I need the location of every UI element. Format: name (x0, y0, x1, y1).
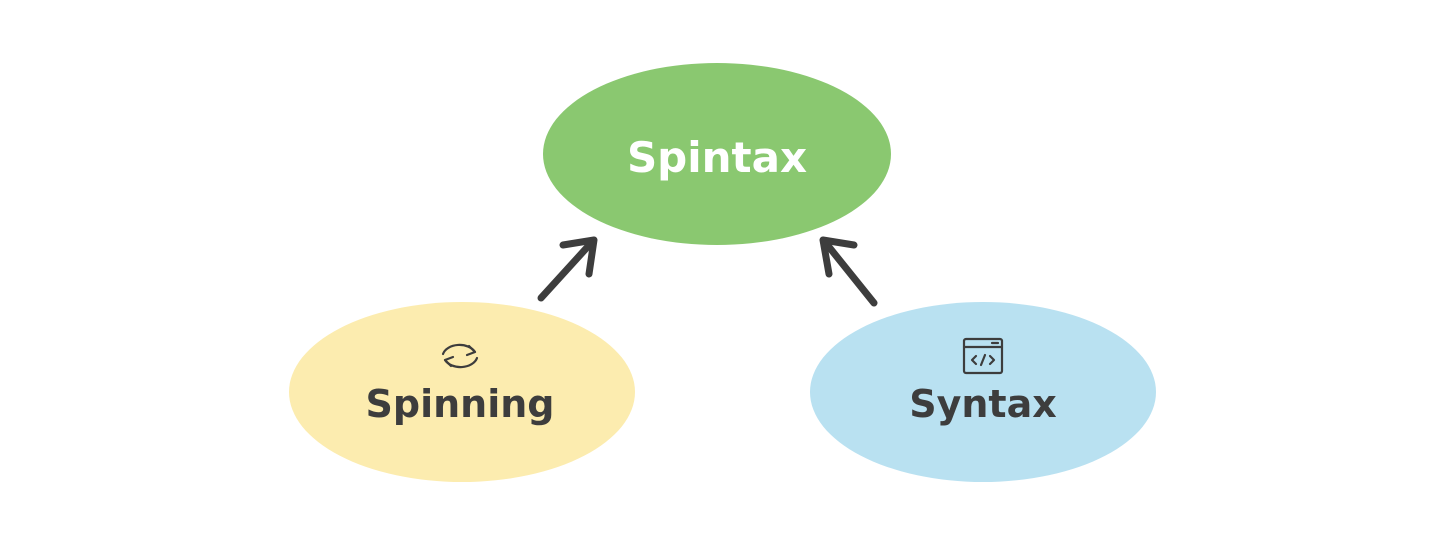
node-spintax: Spintax (543, 63, 891, 245)
arrow-shaft (537, 238, 596, 302)
arrow-shaft (821, 238, 878, 307)
node-syntax-shape (810, 302, 1156, 482)
arrow-head (819, 236, 858, 278)
node-spinning-shape (289, 302, 635, 482)
node-spinning: Spinning (289, 302, 635, 482)
code-window-icon (962, 337, 1004, 375)
node-spintax-label: Spintax (627, 133, 807, 182)
node-syntax-label: Syntax (909, 382, 1057, 426)
node-spinning-label: Spinning (366, 382, 555, 426)
node-syntax: Syntax (810, 302, 1156, 482)
arrow-syntax-to-spintax (819, 236, 878, 307)
arrow-spinning-to-spintax (537, 236, 598, 302)
refresh-cycle-icon (441, 343, 479, 369)
node-spintax-shape (543, 63, 891, 245)
arrow-head (559, 236, 598, 278)
